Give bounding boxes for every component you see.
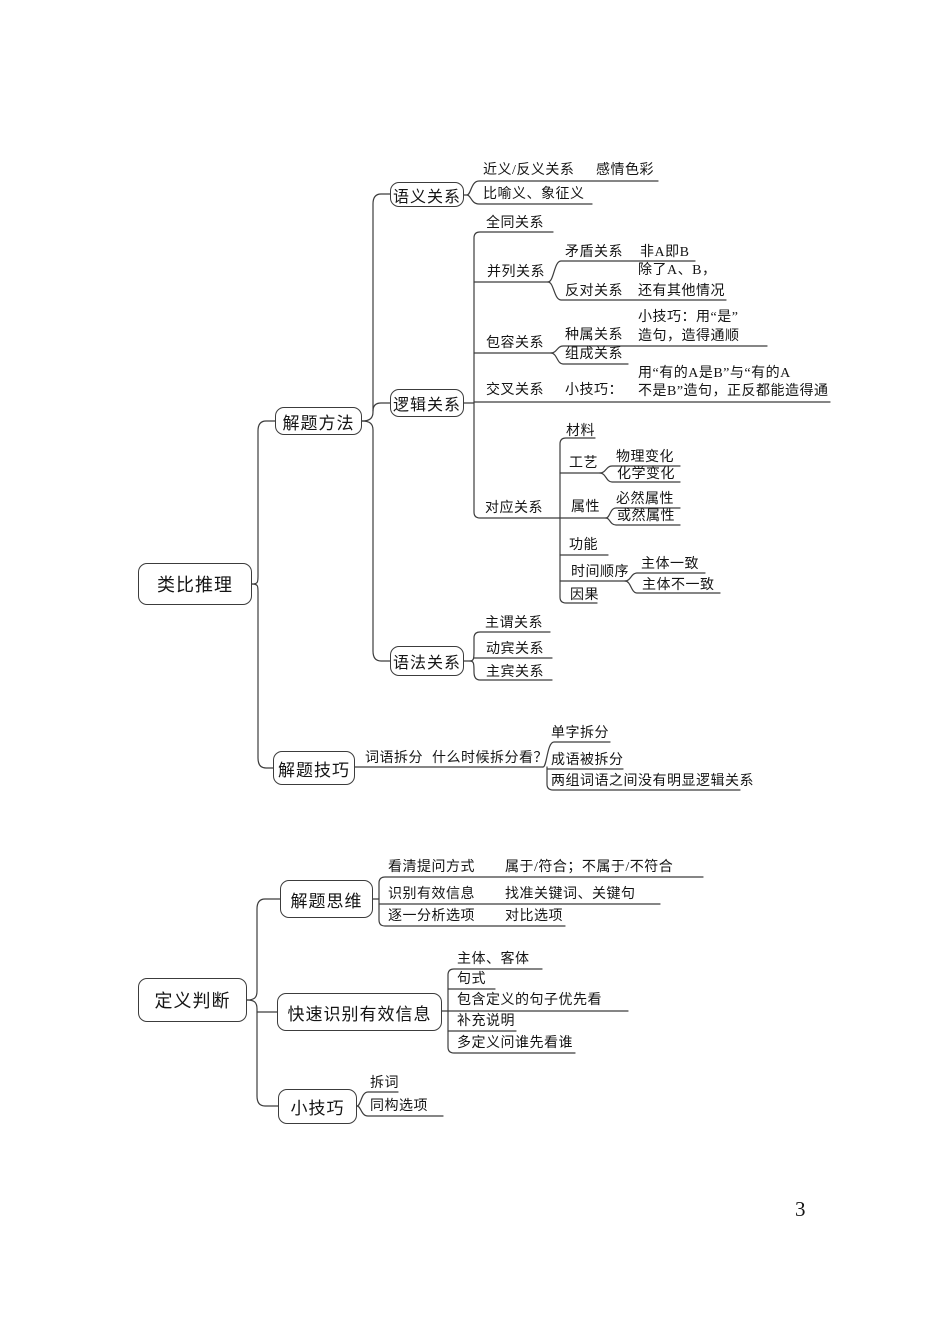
node-logic-relation: 逻辑关系 — [390, 389, 464, 417]
leaf-same-subject: 主体一致 — [641, 557, 699, 572]
leaf-material: 材料 — [566, 424, 595, 439]
leaf-verb-object: 动宾关系 — [486, 642, 544, 657]
leaf-different-subject: 主体不一致 — [642, 578, 715, 593]
leaf-analyze-options: 逐一分析选项 — [388, 909, 475, 924]
node-definition-root: 定义判断 — [138, 978, 247, 1022]
leaf-physical-change: 物理变化 — [616, 450, 674, 465]
leaf-composition-relation: 组成关系 — [565, 347, 623, 362]
leaf-necessary-attribute: 必然属性 — [616, 492, 674, 507]
leaf-single-char-split: 单字拆分 — [551, 726, 609, 741]
leaf-word-splitting: 词语拆分 — [365, 751, 423, 766]
note-genus-line1: 小技巧：用“是” — [638, 310, 739, 325]
leaf-isomorphic-options: 同构选项 — [370, 1099, 428, 1114]
note-cross-tip: 小技巧： — [565, 383, 623, 398]
leaf-genus-species: 种属关系 — [565, 328, 623, 343]
leaf-function: 功能 — [569, 538, 598, 553]
leaf-subject-object-entity: 主体、客体 — [457, 952, 530, 967]
note-opposition-line1: 除了A、B， — [638, 263, 717, 278]
leaf-craft: 工艺 — [569, 456, 598, 471]
leaf-multi-definition-order: 多定义问谁先看谁 — [457, 1036, 573, 1051]
leaf-read-question-type: 看清提问方式 — [388, 860, 475, 875]
note-belong-conform: 属于/符合；不属于/不符合 — [505, 860, 674, 875]
node-grammar-relation: 语法关系 — [390, 646, 464, 676]
node-solving-techniques: 解题技巧 — [273, 751, 355, 785]
leaf-causality: 因果 — [570, 588, 599, 603]
leaf-attribute: 属性 — [571, 500, 600, 515]
leaf-parallel-relation: 并列关系 — [487, 265, 545, 280]
leaf-split-word: 拆词 — [370, 1076, 399, 1091]
leaf-chemical-change: 化学变化 — [617, 467, 675, 482]
leaf-identity-relation: 全同关系 — [486, 216, 544, 231]
leaf-no-obvious-logic: 两组词语之间没有明显逻辑关系 — [551, 774, 754, 789]
node-analogy-root: 类比推理 — [138, 563, 252, 605]
leaf-subject-predicate: 主谓关系 — [485, 616, 543, 631]
leaf-sentence-pattern: 句式 — [457, 972, 486, 987]
note-emotional-color: 感情色彩 — [596, 163, 654, 178]
note-opposition-line2: 还有其他情况 — [638, 284, 725, 299]
leaf-correspondence-relation: 对应关系 — [485, 501, 543, 516]
note-find-keywords: 找准关键词、关键句 — [505, 887, 636, 902]
node-solving-methods: 解题方法 — [275, 407, 362, 435]
note-when-to-split: 什么时候拆分看？ — [432, 751, 548, 766]
leaf-opposition-relation: 反对关系 — [565, 284, 623, 299]
leaf-contradiction-relation: 矛盾关系 — [565, 245, 623, 260]
note-genus-line2: 造句，造得通顺 — [638, 329, 740, 344]
note-cross-line1: 用“有的A是B”与“有的A — [638, 366, 791, 381]
leaf-subject-object: 主宾关系 — [486, 665, 544, 680]
leaf-idiom-split: 成语被拆分 — [551, 753, 624, 768]
leaf-definition-sentence-first: 包含定义的句子优先看 — [457, 993, 602, 1008]
note-compare-options: 对比选项 — [505, 909, 563, 924]
page-number: 3 — [795, 1197, 806, 1221]
node-solving-mindset: 解题思维 — [280, 880, 373, 918]
note-cross-line2: 不是B”造句，正反都能造得通 — [638, 384, 829, 399]
leaf-cross-relation: 交叉关系 — [486, 383, 544, 398]
node-identify-key-info: 快速识别有效信息 — [277, 993, 442, 1031]
leaf-time-order: 时间顺序 — [571, 565, 629, 580]
leaf-supplementary-note: 补充说明 — [457, 1014, 515, 1029]
leaf-probable-attribute: 或然属性 — [617, 509, 675, 524]
leaf-metaphor-symbol: 比喻义、象征义 — [483, 187, 585, 202]
leaf-identify-valid-info: 识别有效信息 — [388, 887, 475, 902]
node-semantic-relation: 语义关系 — [390, 182, 464, 207]
leaf-inclusion-relation: 包容关系 — [486, 336, 544, 351]
note-contradiction: 非A即B — [640, 245, 690, 260]
node-small-tips: 小技巧 — [278, 1089, 357, 1124]
leaf-synonym-antonym: 近义/反义关系 — [483, 163, 575, 178]
